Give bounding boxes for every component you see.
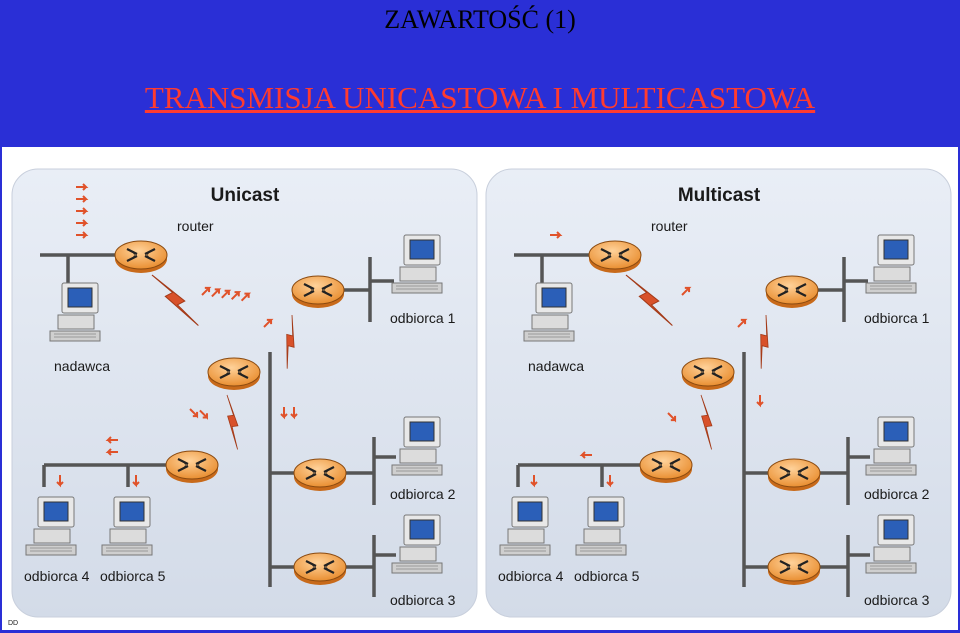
router-label: router (177, 218, 214, 234)
panel-title: Unicast (211, 185, 280, 206)
router-icon (680, 356, 736, 392)
receiver-label: odbiorca 2 (390, 486, 456, 502)
router-icon (206, 356, 262, 392)
router-icon (290, 274, 346, 310)
sender-label: nadawca (528, 358, 584, 374)
router-icon (638, 449, 694, 485)
receiver-label: odbiorca 4 (498, 568, 564, 584)
slide-title: ZAWARTOŚĆ (1) (384, 5, 576, 34)
receiver-label: odbiorca 1 (390, 310, 456, 326)
router-icon (164, 449, 220, 485)
sender-label: nadawca (54, 358, 110, 374)
panel-multicast: Multicast (485, 168, 952, 618)
corner-mark: DD (8, 620, 18, 627)
router-icon (587, 239, 643, 275)
network-diagram-figure: Unicast (2, 147, 958, 630)
network-links (40, 253, 396, 597)
router-icon (766, 457, 822, 493)
receiver-label: odbiorca 1 (864, 310, 930, 326)
panel-title: Multicast (678, 185, 761, 206)
receiver-label: odbiorca 5 (100, 568, 166, 584)
panel-unicast: Unicast (11, 168, 478, 618)
slide-link[interactable]: TRANSMISJA UNICASTOWA I MULTICASTOWA (144, 80, 816, 115)
receiver-label: odbiorca 3 (390, 592, 456, 608)
router-icon (292, 551, 348, 587)
router-icon (766, 551, 822, 587)
router-icon (764, 274, 820, 310)
receiver-label: odbiorca 2 (864, 486, 930, 502)
receiver-label: odbiorca 4 (24, 568, 90, 584)
receiver-label: odbiorca 3 (864, 592, 930, 608)
network-links (514, 253, 870, 597)
router-icon (292, 457, 348, 493)
router-icon (113, 239, 169, 275)
receiver-label: odbiorca 5 (574, 568, 640, 584)
router-label: router (651, 218, 688, 234)
